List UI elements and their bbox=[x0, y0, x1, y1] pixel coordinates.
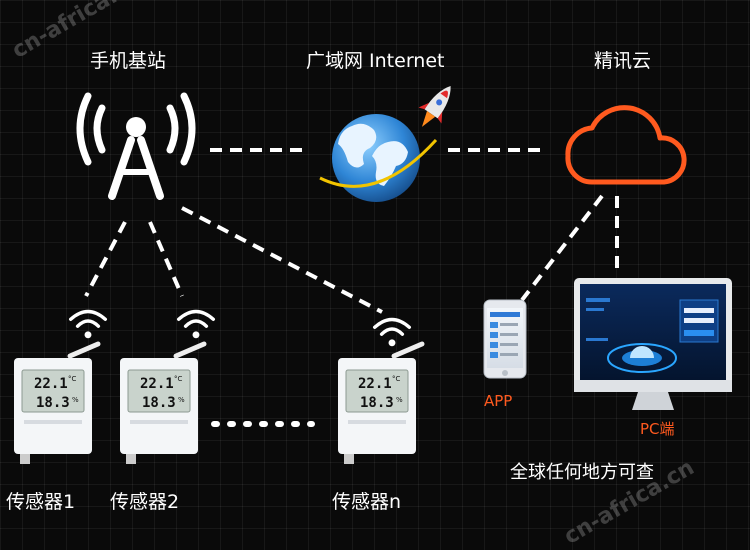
temperature-reading: 22.1 bbox=[140, 376, 174, 392]
wifi-signal-icon bbox=[372, 317, 412, 348]
humidity-unit: % bbox=[72, 396, 79, 404]
sensor-2-label: 传感器2 bbox=[110, 491, 180, 513]
sensor-device: 22.1 °C 18.3 % bbox=[14, 341, 101, 464]
link-cloud-app bbox=[520, 194, 604, 302]
globe-icon bbox=[319, 114, 438, 202]
humidity-reading: 18.3 bbox=[360, 395, 394, 411]
link-tower-sensorn bbox=[181, 206, 383, 314]
temperature-reading: 22.1 bbox=[34, 376, 68, 392]
rocket-icon bbox=[418, 85, 451, 127]
cloud-label: 精讯云 bbox=[594, 50, 652, 72]
internet-label: 广域网 Internet bbox=[306, 50, 445, 72]
base-station-label: 手机基站 bbox=[90, 50, 167, 72]
pc-label: PC端 bbox=[640, 420, 675, 438]
monitor-icon bbox=[574, 278, 732, 410]
humidity-reading: 18.3 bbox=[142, 395, 176, 411]
humidity-unit: % bbox=[396, 396, 403, 404]
connection-lines bbox=[84, 148, 619, 427]
link-tower-sensor1 bbox=[84, 221, 127, 297]
smartphone-icon bbox=[483, 299, 527, 379]
sensor-n-label: 传感器n bbox=[332, 491, 402, 513]
global-access-label: 全球任何地方可查 bbox=[510, 462, 654, 483]
temperature-unit: °C bbox=[174, 375, 183, 383]
iot-network-diagram: 22.1 °C 18.3 % 22.1 °C 18.3 % 22.1 °C 18… bbox=[14, 85, 732, 464]
humidity-reading: 18.3 bbox=[36, 395, 70, 411]
sensor-1-label: 传感器1 bbox=[6, 491, 76, 513]
temperature-unit: °C bbox=[392, 375, 401, 383]
sensor-device: 22.1 °C 18.3 % bbox=[120, 341, 207, 464]
temperature-reading: 22.1 bbox=[358, 376, 392, 392]
humidity-unit: % bbox=[178, 396, 185, 404]
wifi-signal-icon bbox=[176, 309, 216, 340]
temperature-unit: °C bbox=[68, 375, 77, 383]
cell-tower-icon bbox=[76, 92, 196, 200]
wifi-signal-icon bbox=[68, 309, 108, 340]
cloud-icon bbox=[565, 105, 687, 185]
sensor-device: 22.1 °C 18.3 % bbox=[338, 341, 425, 464]
app-label: APP bbox=[484, 392, 513, 410]
link-tower-sensor2 bbox=[148, 221, 184, 297]
